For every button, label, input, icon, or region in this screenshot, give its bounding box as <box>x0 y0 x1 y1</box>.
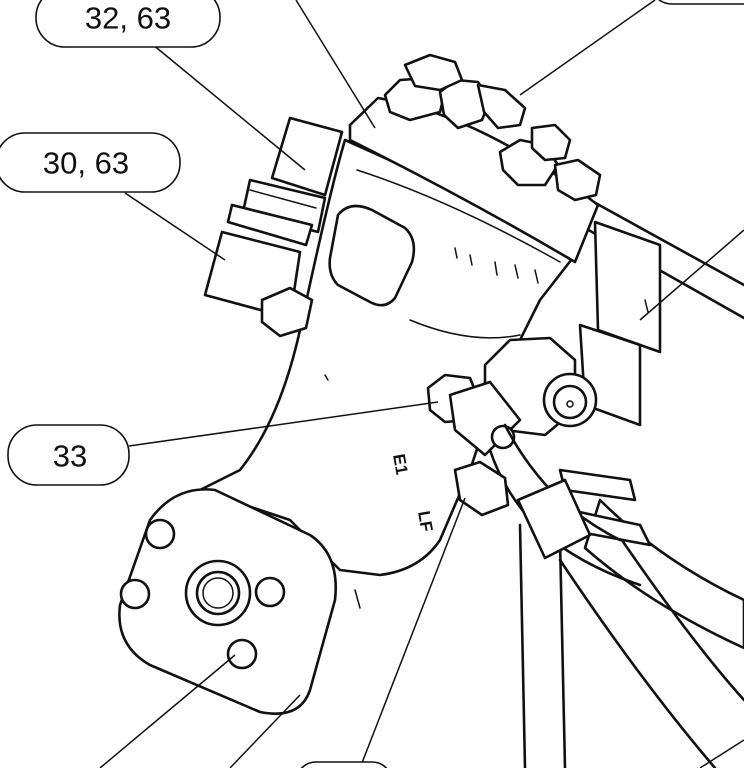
callout-bubble-bottom <box>300 761 388 768</box>
callout-bubble-top-right <box>658 0 744 5</box>
valve-body <box>198 96 600 609</box>
callout-32-63: 32, 63 <box>35 0 221 48</box>
port-mark-e1: E1 <box>389 452 411 476</box>
callout-label: 32, 63 <box>85 1 171 36</box>
pressure-switch-assembly <box>203 116 344 338</box>
bottom-flange <box>118 488 337 715</box>
callout-33: 33 <box>7 424 130 486</box>
callout-30-63: 30, 63 <box>0 132 181 193</box>
port-mark-lf: LF <box>414 509 436 533</box>
fittings <box>426 336 642 587</box>
callout-label: 30, 63 <box>43 146 129 181</box>
leader-lines <box>99 0 744 768</box>
callout-label: 33 <box>53 439 87 474</box>
top-bolts <box>383 53 602 202</box>
